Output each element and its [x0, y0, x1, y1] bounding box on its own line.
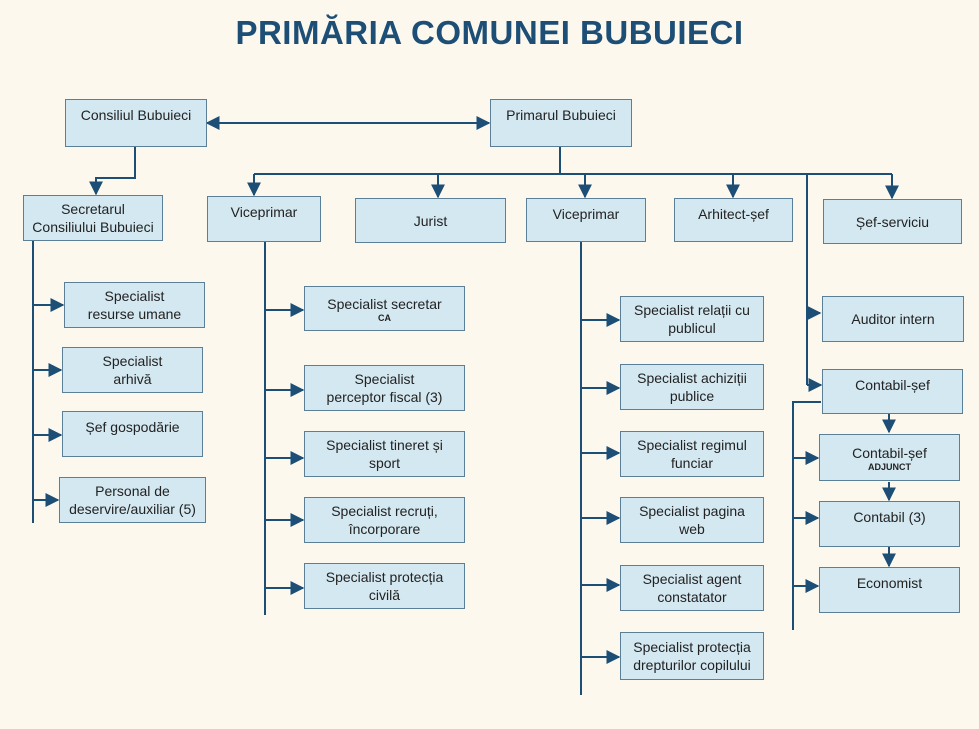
node-label: Specialist perceptor fiscal (3): [326, 371, 443, 405]
node-spec-agent: Specialist agent constatator: [620, 565, 764, 611]
node-label: Specialist protecția drepturilor copilul…: [633, 639, 751, 673]
node-label: Economist: [856, 575, 923, 591]
node-label: Consiliul Bubuieci: [80, 107, 192, 123]
node-primarul: Primarul Bubuieci: [490, 99, 632, 147]
node-label: Specialist agent constatator: [642, 571, 742, 605]
node-spec-relatii: Specialist relații cu publicul: [620, 296, 764, 342]
node-contabil: Contabil (3): [819, 501, 960, 547]
consiliul-secretarul-link: [89, 147, 136, 196]
node-viceprimar1: Viceprimar: [207, 196, 321, 242]
node-label: Specialist resurse umane: [87, 288, 182, 322]
node-consiliul: Consiliul Bubuieci: [65, 99, 207, 147]
node-label: Specialist tineret și sport: [326, 437, 443, 471]
node-spec-perceptor: Specialist perceptor fiscal (3): [304, 365, 465, 411]
node-auditor: Auditor intern: [822, 296, 964, 342]
node-spec-web: Specialist pagina web: [620, 497, 764, 543]
node-sef-gospodarie: Șef gospodărie: [62, 411, 203, 457]
node-personal: Personal de deservire/auxiliar (5): [59, 477, 206, 523]
node-arhitect: Arhitect-șef: [674, 198, 793, 242]
node-viceprimar2: Viceprimar: [526, 198, 646, 242]
node-label: Specialist pagina web: [639, 503, 745, 537]
contabil-spine: [792, 401, 821, 630]
node-spec-arhiva: Specialist arhivă: [62, 347, 203, 393]
page-title: PRIMĂRIA COMUNEI BUBUIECI: [235, 14, 744, 51]
node-spec-tineret: Specialist tineret și sport: [304, 431, 465, 477]
node-spec-secretar: Specialist secretar CA: [304, 286, 465, 331]
node-label: Specialist protecția civilă: [325, 569, 444, 603]
node-label: Specialist recruți, încorporare: [331, 503, 438, 537]
node-jurist: Jurist: [355, 198, 506, 243]
node-sublabel: CA: [378, 312, 391, 323]
node-label: Specialist arhivă: [102, 353, 163, 387]
node-spec-resurse: Specialist resurse umane: [64, 282, 205, 328]
node-label: Șef-serviciu: [855, 213, 930, 230]
node-contabil-adjunct: Contabil-șef ADJUNCT: [819, 434, 960, 481]
node-spec-achizitii: Specialist achiziții publice: [620, 364, 764, 410]
node-label: Viceprimar: [552, 206, 620, 222]
node-label: Contabil (3): [853, 509, 926, 525]
node-economist: Economist: [819, 567, 960, 613]
node-label: Secretarul Consiliului Bubuieci: [32, 201, 154, 235]
node-label: Arhitect-șef: [698, 206, 769, 222]
node-label: Specialist secretar: [327, 295, 442, 312]
node-contabil-sef: Contabil-șef: [822, 369, 963, 414]
node-label: Șef gospodărie: [85, 419, 180, 435]
node-label: Contabil-șef: [852, 444, 927, 461]
node-label: Contabil-șef: [855, 377, 930, 393]
node-label: Personal de deservire/auxiliar (5): [69, 483, 196, 517]
node-spec-funciar: Specialist regimul funciar: [620, 431, 764, 477]
node-label: Specialist relații cu publicul: [634, 302, 750, 336]
node-spec-copil: Specialist protecția drepturilor copilul…: [620, 632, 764, 680]
node-spec-recruti: Specialist recruți, încorporare: [304, 497, 465, 543]
node-spec-protectia-civila: Specialist protecția civilă: [304, 563, 465, 609]
node-label: Viceprimar: [230, 204, 298, 220]
node-sublabel: ADJUNCT: [867, 461, 911, 472]
node-sef-serviciu: Șef-serviciu: [823, 199, 962, 244]
node-label: Jurist: [413, 212, 448, 229]
node-label: Specialist regimul funciar: [637, 437, 747, 471]
node-label: Specialist achiziții publice: [637, 370, 747, 404]
node-label: Auditor intern: [851, 311, 935, 327]
node-secretarul: Secretarul Consiliului Bubuieci: [23, 195, 163, 241]
node-label: Primarul Bubuieci: [506, 107, 616, 123]
